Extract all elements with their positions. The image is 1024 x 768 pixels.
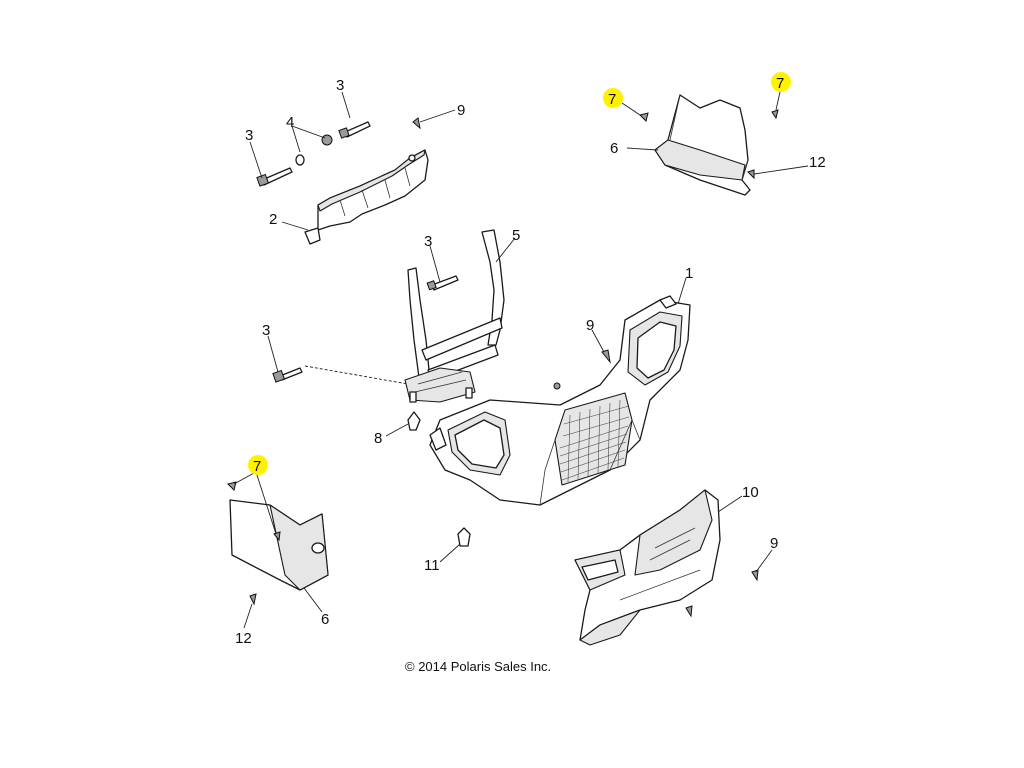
callout-7[interactable]: 7 xyxy=(608,91,616,108)
callout-8[interactable]: 8 xyxy=(374,430,382,447)
callout-7[interactable]: 7 xyxy=(776,75,784,92)
highlight-marker-7c xyxy=(248,455,268,475)
callout-11[interactable]: 11 xyxy=(424,557,440,574)
callout-12[interactable]: 12 xyxy=(809,154,826,171)
callout-1[interactable]: 1 xyxy=(685,265,693,282)
grille-mesh xyxy=(559,399,630,483)
callout-6[interactable]: 6 xyxy=(610,140,618,157)
screw-7-right-b xyxy=(771,109,779,120)
callout-3[interactable]: 3 xyxy=(262,322,270,339)
copyright-notice: © 2014 Polaris Sales Inc. xyxy=(405,659,552,674)
callout-3[interactable]: 3 xyxy=(336,77,344,94)
screw-7-right-a xyxy=(639,112,649,122)
part-1-fascia xyxy=(429,295,691,506)
callout-7[interactable]: 7 xyxy=(253,458,261,475)
callout-12[interactable]: 12 xyxy=(235,630,252,647)
callout-labels: 3 4 3 9 2 3 5 3 1 9 8 7 7 6 12 7 10 9 11… xyxy=(235,75,826,647)
highlight-marker-7b xyxy=(771,72,791,92)
leader-lines xyxy=(233,91,809,629)
screw-9-bottom xyxy=(685,569,759,618)
callout-3[interactable]: 3 xyxy=(245,127,253,144)
callout-4[interactable]: 4 xyxy=(286,114,294,131)
part-2-bracket xyxy=(304,149,429,245)
callout-9[interactable]: 9 xyxy=(586,317,594,334)
bolt-frame-left xyxy=(272,367,303,383)
screw-9-mid xyxy=(553,349,611,390)
bolt-frame-top xyxy=(426,275,459,291)
clip-8 xyxy=(407,411,421,431)
callout-9[interactable]: 9 xyxy=(457,102,465,119)
callout-10[interactable]: 10 xyxy=(742,484,759,501)
callout-2[interactable]: 2 xyxy=(269,211,277,228)
screw-12-right xyxy=(747,169,755,180)
screw-12-left xyxy=(249,593,257,606)
screw-9-top xyxy=(412,117,421,130)
callout-9[interactable]: 9 xyxy=(770,535,778,552)
callout-6[interactable]: 6 xyxy=(321,611,329,628)
bolt-top xyxy=(338,121,371,139)
highlight-marker-7a xyxy=(603,88,623,108)
callout-5[interactable]: 5 xyxy=(512,227,520,244)
callout-3[interactable]: 3 xyxy=(424,233,432,250)
part-6-panel-left xyxy=(229,499,329,591)
screw-7-left-b xyxy=(273,531,281,542)
part-10-bumper xyxy=(574,489,721,646)
clip-11 xyxy=(457,527,471,547)
part-5-frame xyxy=(404,229,505,403)
nut-washer xyxy=(295,134,333,166)
part-6-panel-right xyxy=(654,94,751,196)
